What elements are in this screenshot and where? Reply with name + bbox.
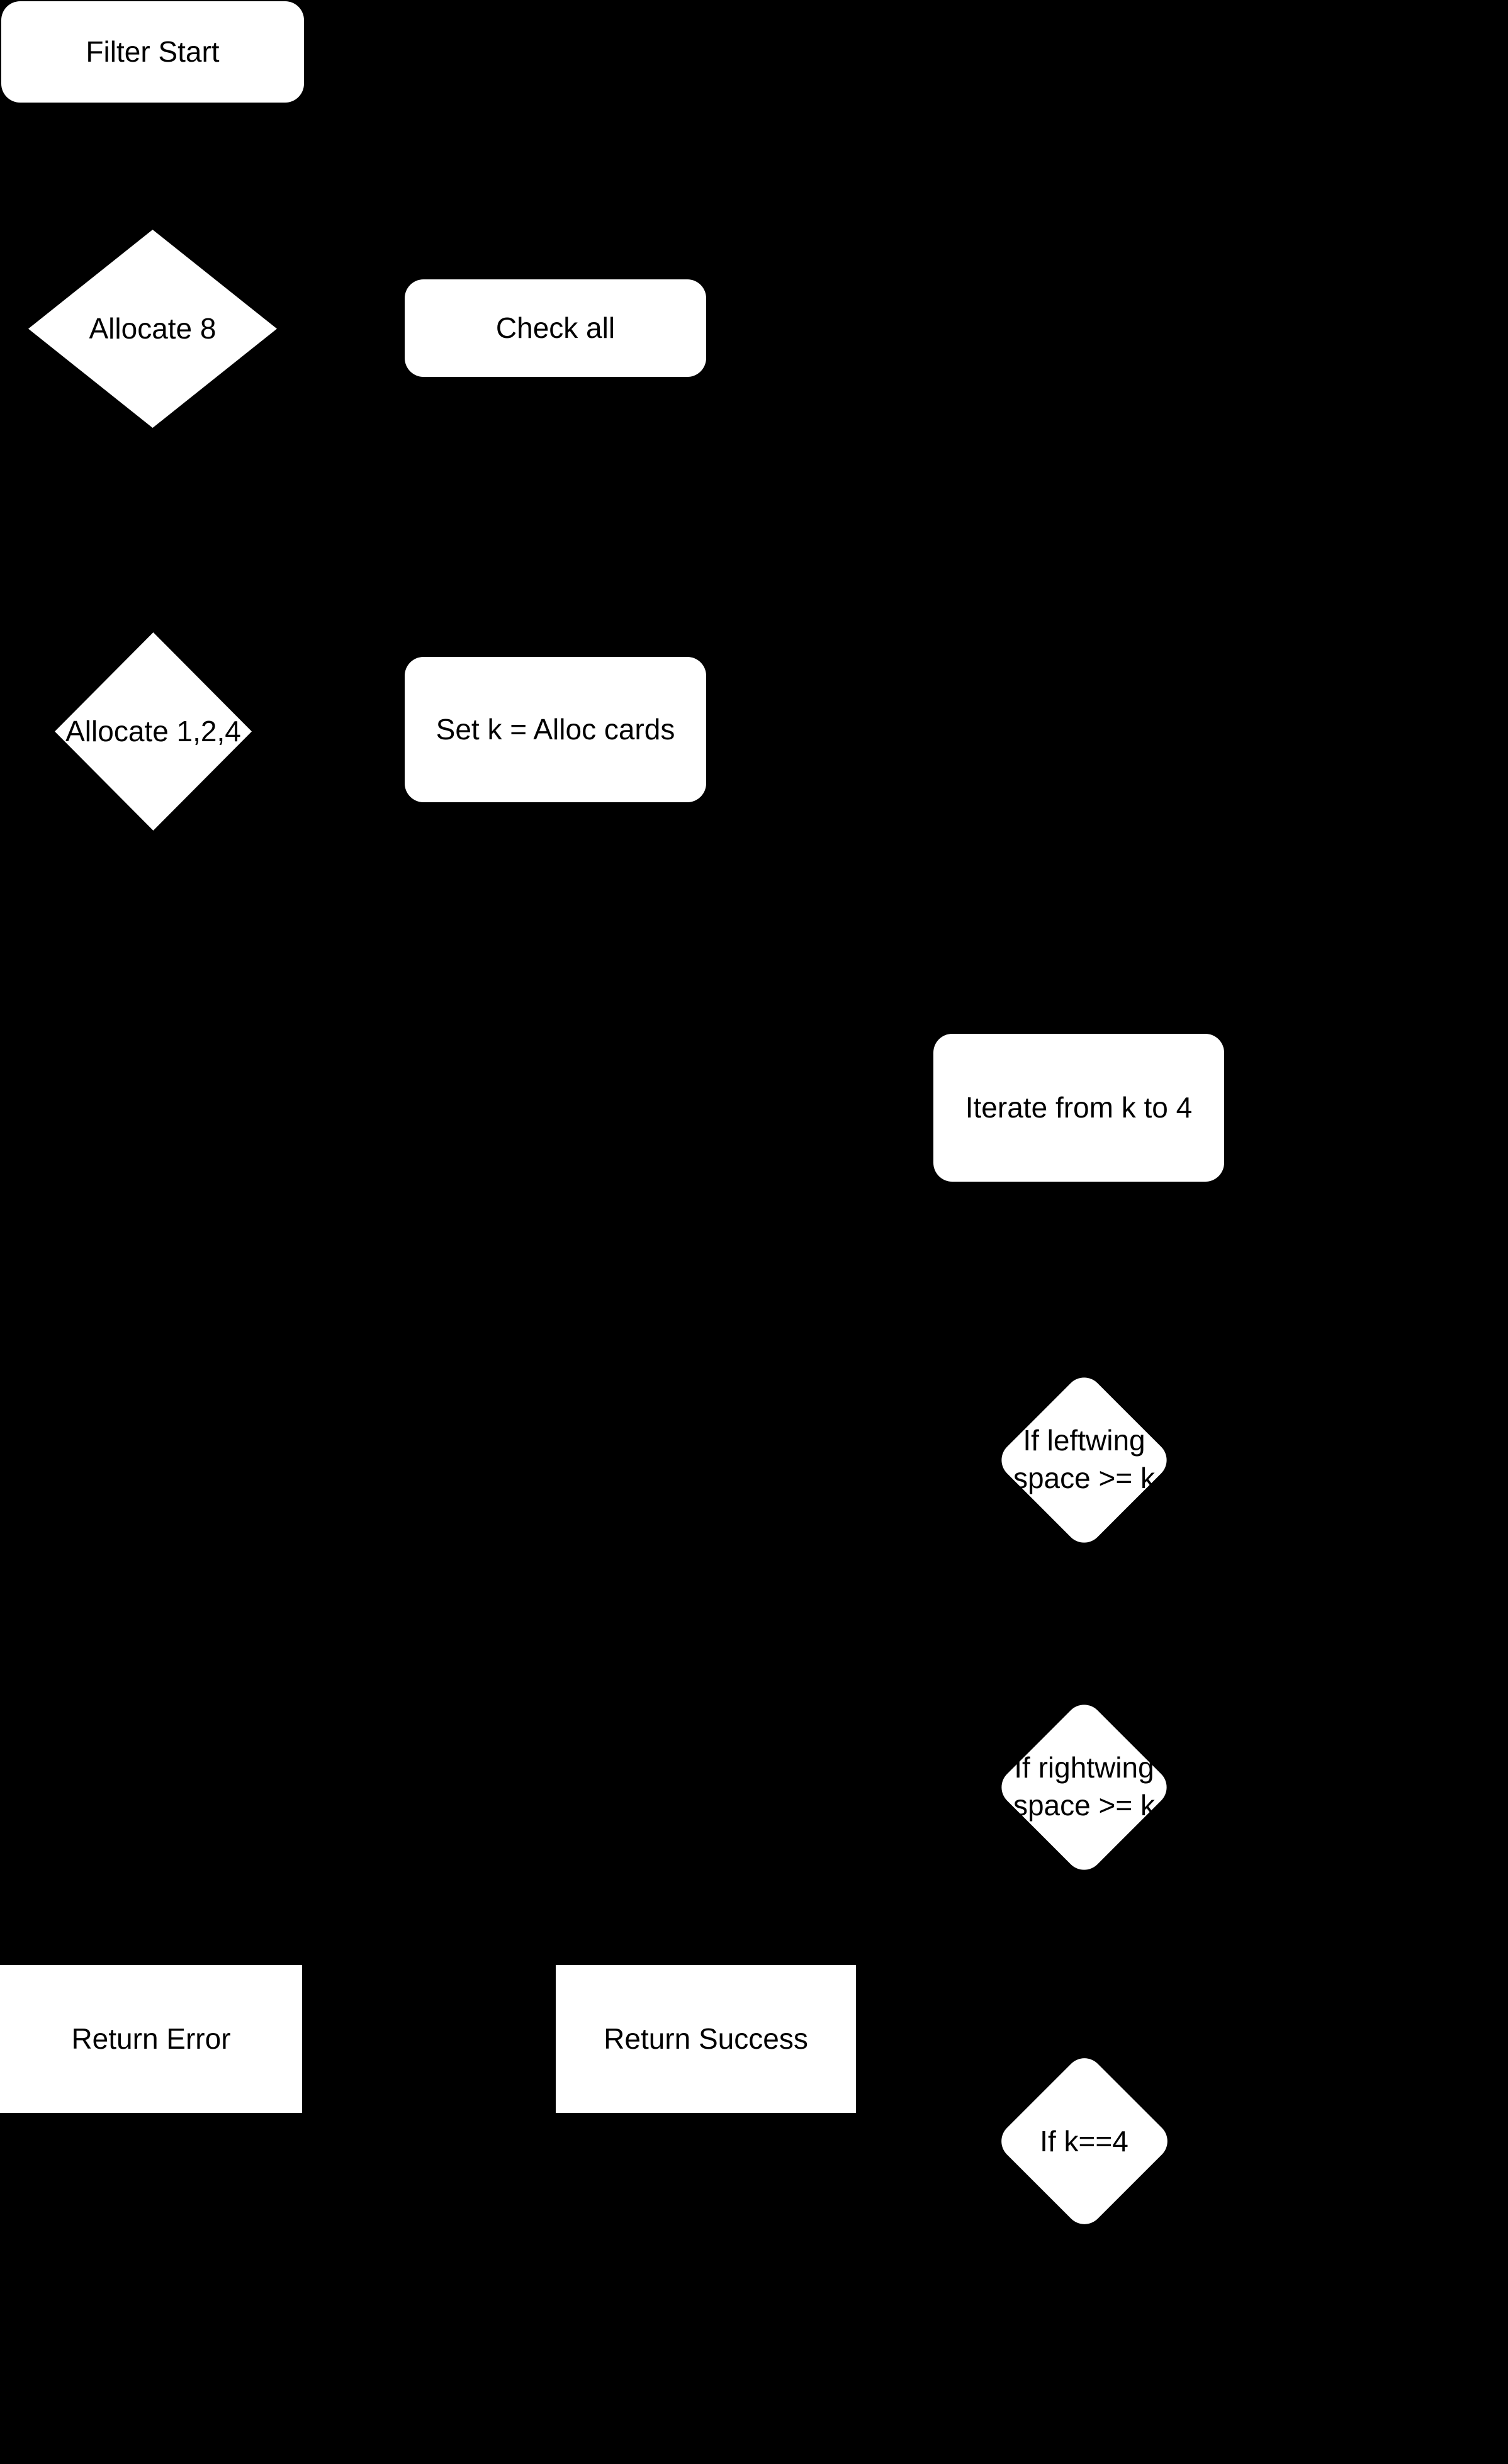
node-allocate-8[interactable]: Allocate 8 bbox=[28, 230, 277, 428]
node-return-success[interactable]: Return Success bbox=[556, 1965, 856, 2113]
node-return-error-label: Return Error bbox=[71, 2022, 231, 2056]
node-allocate-8-label: Allocate 8 bbox=[89, 312, 217, 345]
node-check-all-label: Check all bbox=[495, 311, 616, 345]
node-allocate-124-label: Allocate 1,2,4 bbox=[65, 715, 241, 748]
node-iterate-k-to-4[interactable]: Iterate from k to 4 bbox=[933, 1034, 1224, 1182]
node-return-error[interactable]: Return Error bbox=[0, 1965, 302, 2113]
node-set-k[interactable]: Set k = Alloc cards bbox=[405, 657, 706, 802]
diamond-shape bbox=[993, 2050, 1175, 2232]
node-if-rightwing[interactable]: If rightwing space >= k bbox=[993, 1696, 1176, 1878]
node-return-success-label: Return Success bbox=[604, 2022, 808, 2056]
node-filter-start-label: Filter Start bbox=[86, 35, 220, 69]
diamond-shape bbox=[993, 1696, 1175, 1878]
diamond-shape bbox=[993, 1369, 1175, 1550]
node-if-k-eq-4[interactable]: If k==4 bbox=[993, 2050, 1176, 2232]
node-set-k-label: Set k = Alloc cards bbox=[436, 713, 675, 746]
node-iterate-k-to-4-label: Iterate from k to 4 bbox=[965, 1091, 1193, 1124]
node-if-leftwing[interactable]: If leftwing space >= k bbox=[993, 1369, 1176, 1550]
node-filter-start[interactable]: Filter Start bbox=[1, 1, 304, 103]
node-allocate-124[interactable]: Allocate 1,2,4 bbox=[55, 632, 252, 831]
node-check-all[interactable]: Check all bbox=[405, 279, 706, 377]
